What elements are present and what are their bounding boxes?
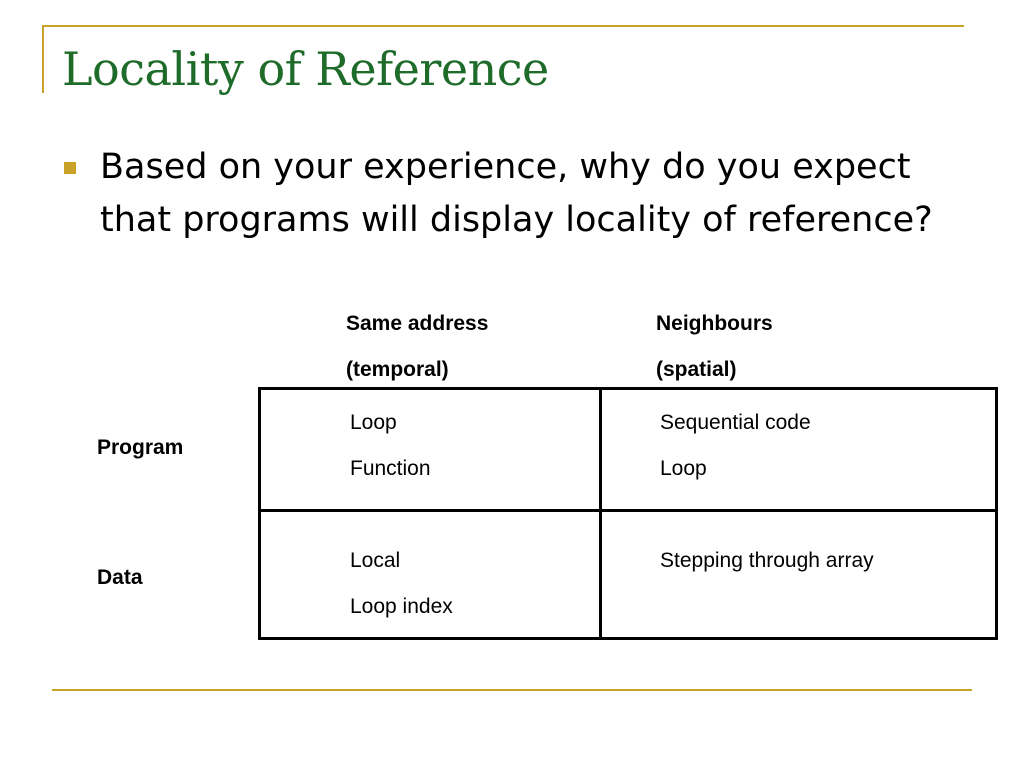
cell-item: Sequential code [660,411,811,434]
cell-item: Loop index [350,595,453,618]
top-left-vertical-rule [42,25,44,93]
column-header-temporal: Same address (temporal) [346,301,488,393]
bullet-question-text: Based on your experience, why do you exp… [100,147,933,240]
top-horizontal-rule [42,25,964,27]
slide-title: Locality of Reference [62,42,549,96]
column-header-line: Same address [346,312,489,335]
row-header-program: Program [97,436,184,459]
cell-item: Loop [660,457,707,480]
locality-table [258,387,998,640]
cell-data-temporal: Local Loop index [350,538,453,630]
column-header-line: Neighbours [656,312,773,335]
table-vertical-divider [599,390,602,637]
table-horizontal-divider [261,509,995,512]
bottom-horizontal-rule [52,689,972,691]
column-header-line: (spatial) [656,358,737,381]
row-header-data: Data [97,566,143,589]
column-header-spatial: Neighbours (spatial) [656,301,773,393]
cell-item: Local [350,549,401,572]
cell-data-spatial: Stepping through array [660,538,874,584]
cell-item: Stepping through array [660,549,874,572]
cell-program-spatial: Sequential code Loop [660,400,811,492]
square-bullet-icon [64,162,76,174]
cell-program-temporal: Loop Function [350,400,431,492]
cell-item: Function [350,457,431,480]
column-header-line: (temporal) [346,358,449,381]
cell-item: Loop [350,411,397,434]
